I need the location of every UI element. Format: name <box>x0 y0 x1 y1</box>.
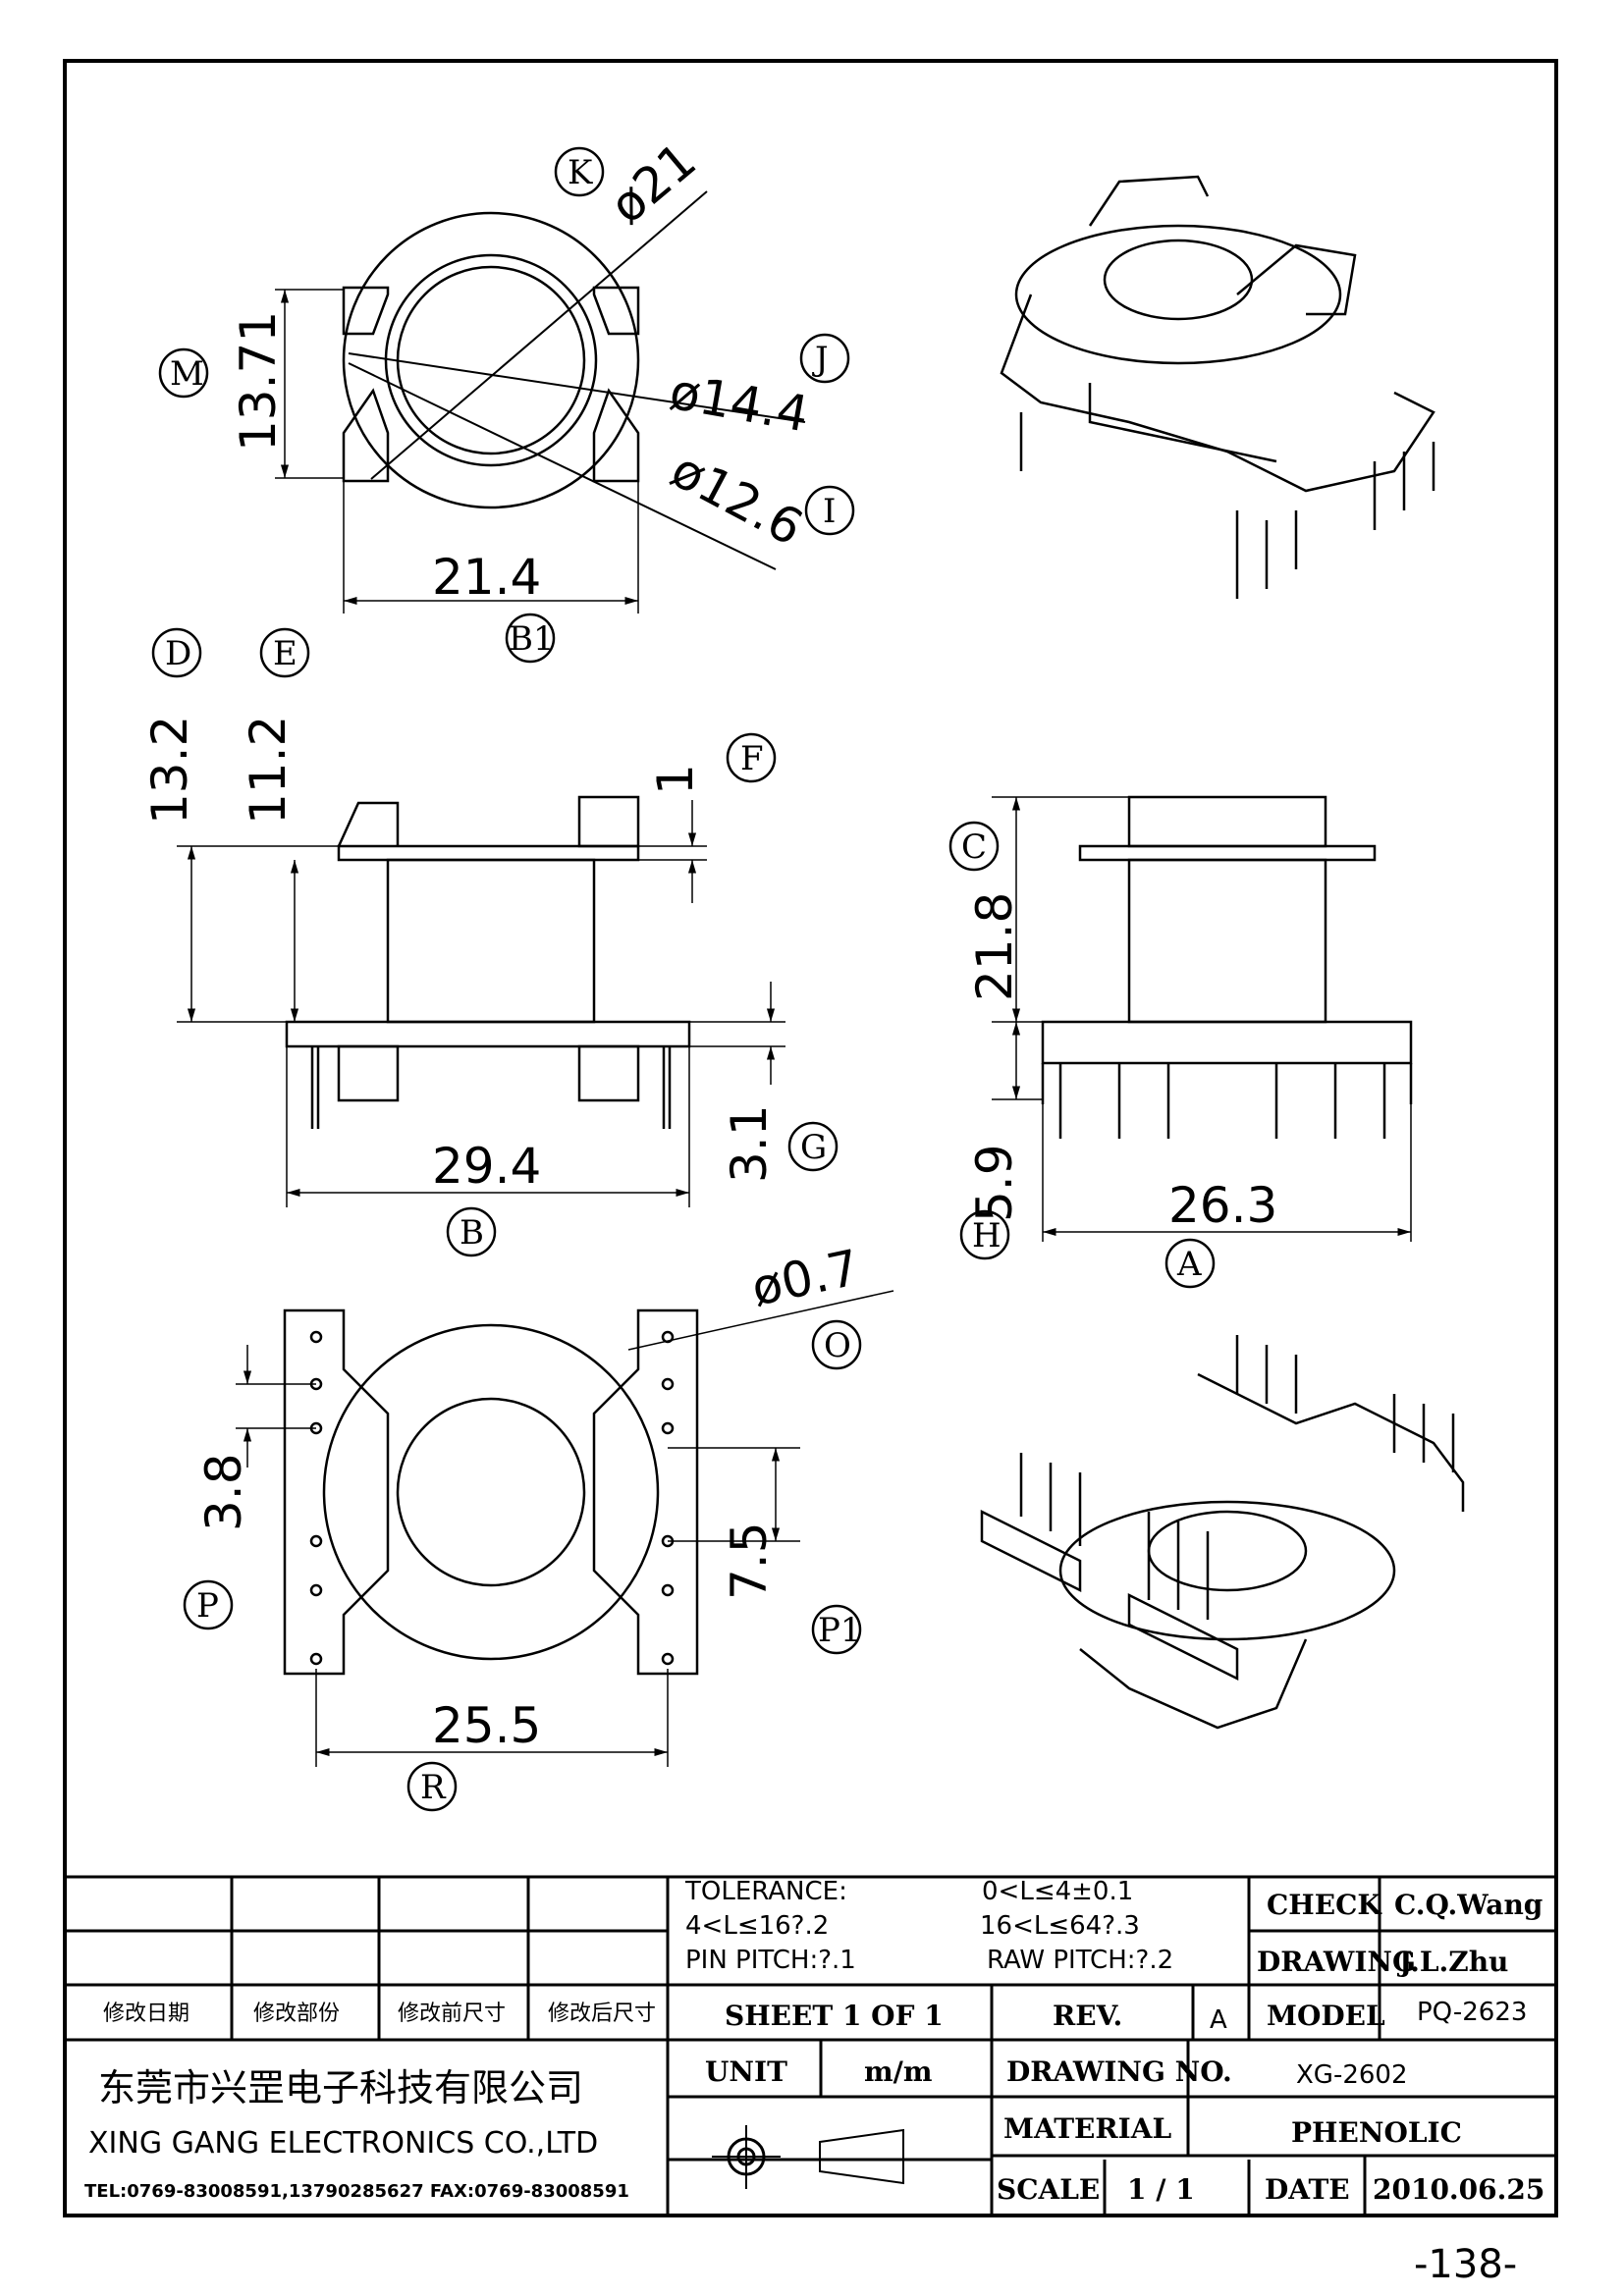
bottom-view <box>236 1290 894 1767</box>
label-E: E <box>273 634 298 673</box>
dim-height-3-1: 3.1 <box>721 1104 778 1183</box>
material-label: MATERIAL <box>1003 2112 1171 2145</box>
raw-pitch: RAW PITCH:?.2 <box>987 1946 1173 1975</box>
company-name-en: XING GANG ELECTRONICS CO.,LTD <box>88 2126 598 2161</box>
label-O: O <box>824 1326 851 1365</box>
label-B1: B1 <box>509 619 555 659</box>
tolerance-range-2: 4<L≤16?.2 <box>685 1911 829 1941</box>
model-label: MODEL <box>1267 2000 1385 2032</box>
drawing-value: J.L.Zhu <box>1396 1946 1508 1978</box>
dim-pitch-7-5: 7.5 <box>721 1522 778 1600</box>
drawing-number-label: DRAWING NO. <box>1006 2056 1232 2088</box>
rev-label: REV. <box>1053 2000 1122 2032</box>
dim-height-21-8: 21.8 <box>966 892 1023 1001</box>
label-D: D <box>165 634 191 673</box>
dim-width-25-5: 25.5 <box>432 1697 541 1754</box>
label-B: B <box>460 1213 484 1253</box>
check-value: C.Q.Wang <box>1394 1889 1543 1921</box>
page-number: -138- <box>1414 2242 1517 2287</box>
label-A: A <box>1176 1245 1202 1284</box>
label-I: I <box>823 492 836 531</box>
drawing-number-value: XG-2602 <box>1296 2060 1408 2090</box>
drawing-label: DRAWING <box>1257 1946 1416 1978</box>
unit-value: m/m <box>864 2056 932 2088</box>
pin-pitch: PIN PITCH:?.1 <box>685 1946 856 1975</box>
tolerance-range-1: 0<L≤4±0.1 <box>982 1877 1133 1906</box>
dim-diameter-14-4: ø14.4 <box>666 363 813 444</box>
date-value: 2010.06.25 <box>1373 2173 1544 2206</box>
label-K: K <box>568 153 593 192</box>
tolerance-range-3: 16<L≤64?.3 <box>980 1911 1140 1941</box>
dim-width-21-4: 21.4 <box>432 549 541 606</box>
rev-value: A <box>1210 2005 1227 2035</box>
side-view <box>177 795 785 1207</box>
reference-labels <box>151 146 1216 1812</box>
title-block-grid <box>65 1875 1556 2216</box>
sheet-number: SHEET 1 OF 1 <box>725 2000 944 2032</box>
dim-height-13-71: 13.71 <box>230 311 287 452</box>
label-M: M <box>170 354 204 394</box>
label-P: P <box>196 1586 219 1626</box>
dim-diameter-0-7: ø0.7 <box>746 1239 864 1317</box>
scale-label: SCALE <box>997 2173 1100 2206</box>
material-value: PHENOLIC <box>1291 2116 1462 2149</box>
unit-label: UNIT <box>705 2056 787 2088</box>
revision-part-header: 修改部份 <box>253 2002 340 2026</box>
revision-before-header: 修改前尺寸 <box>398 2002 506 2026</box>
model-value: PQ-2623 <box>1417 1998 1527 2027</box>
label-R: R <box>420 1768 447 1807</box>
check-label: CHECK <box>1267 1889 1382 1921</box>
dim-width-29-4: 29.4 <box>432 1138 541 1195</box>
company-contact: TEL:0769-83008591,13790285627 FAX:0769-8… <box>84 2181 629 2202</box>
sheet-border <box>63 59 1558 2217</box>
dim-pitch-3-8: 3.8 <box>195 1453 252 1531</box>
isometric-top-view <box>1000 175 1435 599</box>
dim-height-5-9: 5.9 <box>966 1144 1023 1222</box>
scale-value: 1 / 1 <box>1127 2173 1195 2206</box>
label-H: H <box>972 1216 1001 1255</box>
dim-height-11-2: 11.2 <box>240 716 297 825</box>
dim-diameter-21: ø21 <box>599 132 706 235</box>
label-P1: P1 <box>818 1611 862 1650</box>
date-label: DATE <box>1265 2173 1350 2206</box>
revision-after-header: 修改后尺寸 <box>548 2002 656 2026</box>
top-view <box>275 190 806 614</box>
dim-height-13-2: 13.2 <box>141 716 198 825</box>
dim-diameter-12-6: ø12.6 <box>662 441 812 557</box>
tolerance-label: TOLERANCE: <box>684 1877 847 1906</box>
label-G: G <box>800 1128 827 1167</box>
label-C: C <box>961 828 987 867</box>
front-view <box>992 795 1413 1242</box>
label-J: J <box>812 340 829 379</box>
isometric-bottom-view <box>980 1335 1465 1730</box>
company-name-cn: 东莞市兴罡电子科技有限公司 <box>98 2066 583 2109</box>
label-F: F <box>740 739 764 778</box>
dim-width-26-3: 26.3 <box>1168 1177 1277 1234</box>
dim-thickness-1: 1 <box>647 764 704 795</box>
revision-date-header: 修改日期 <box>103 2002 189 2026</box>
